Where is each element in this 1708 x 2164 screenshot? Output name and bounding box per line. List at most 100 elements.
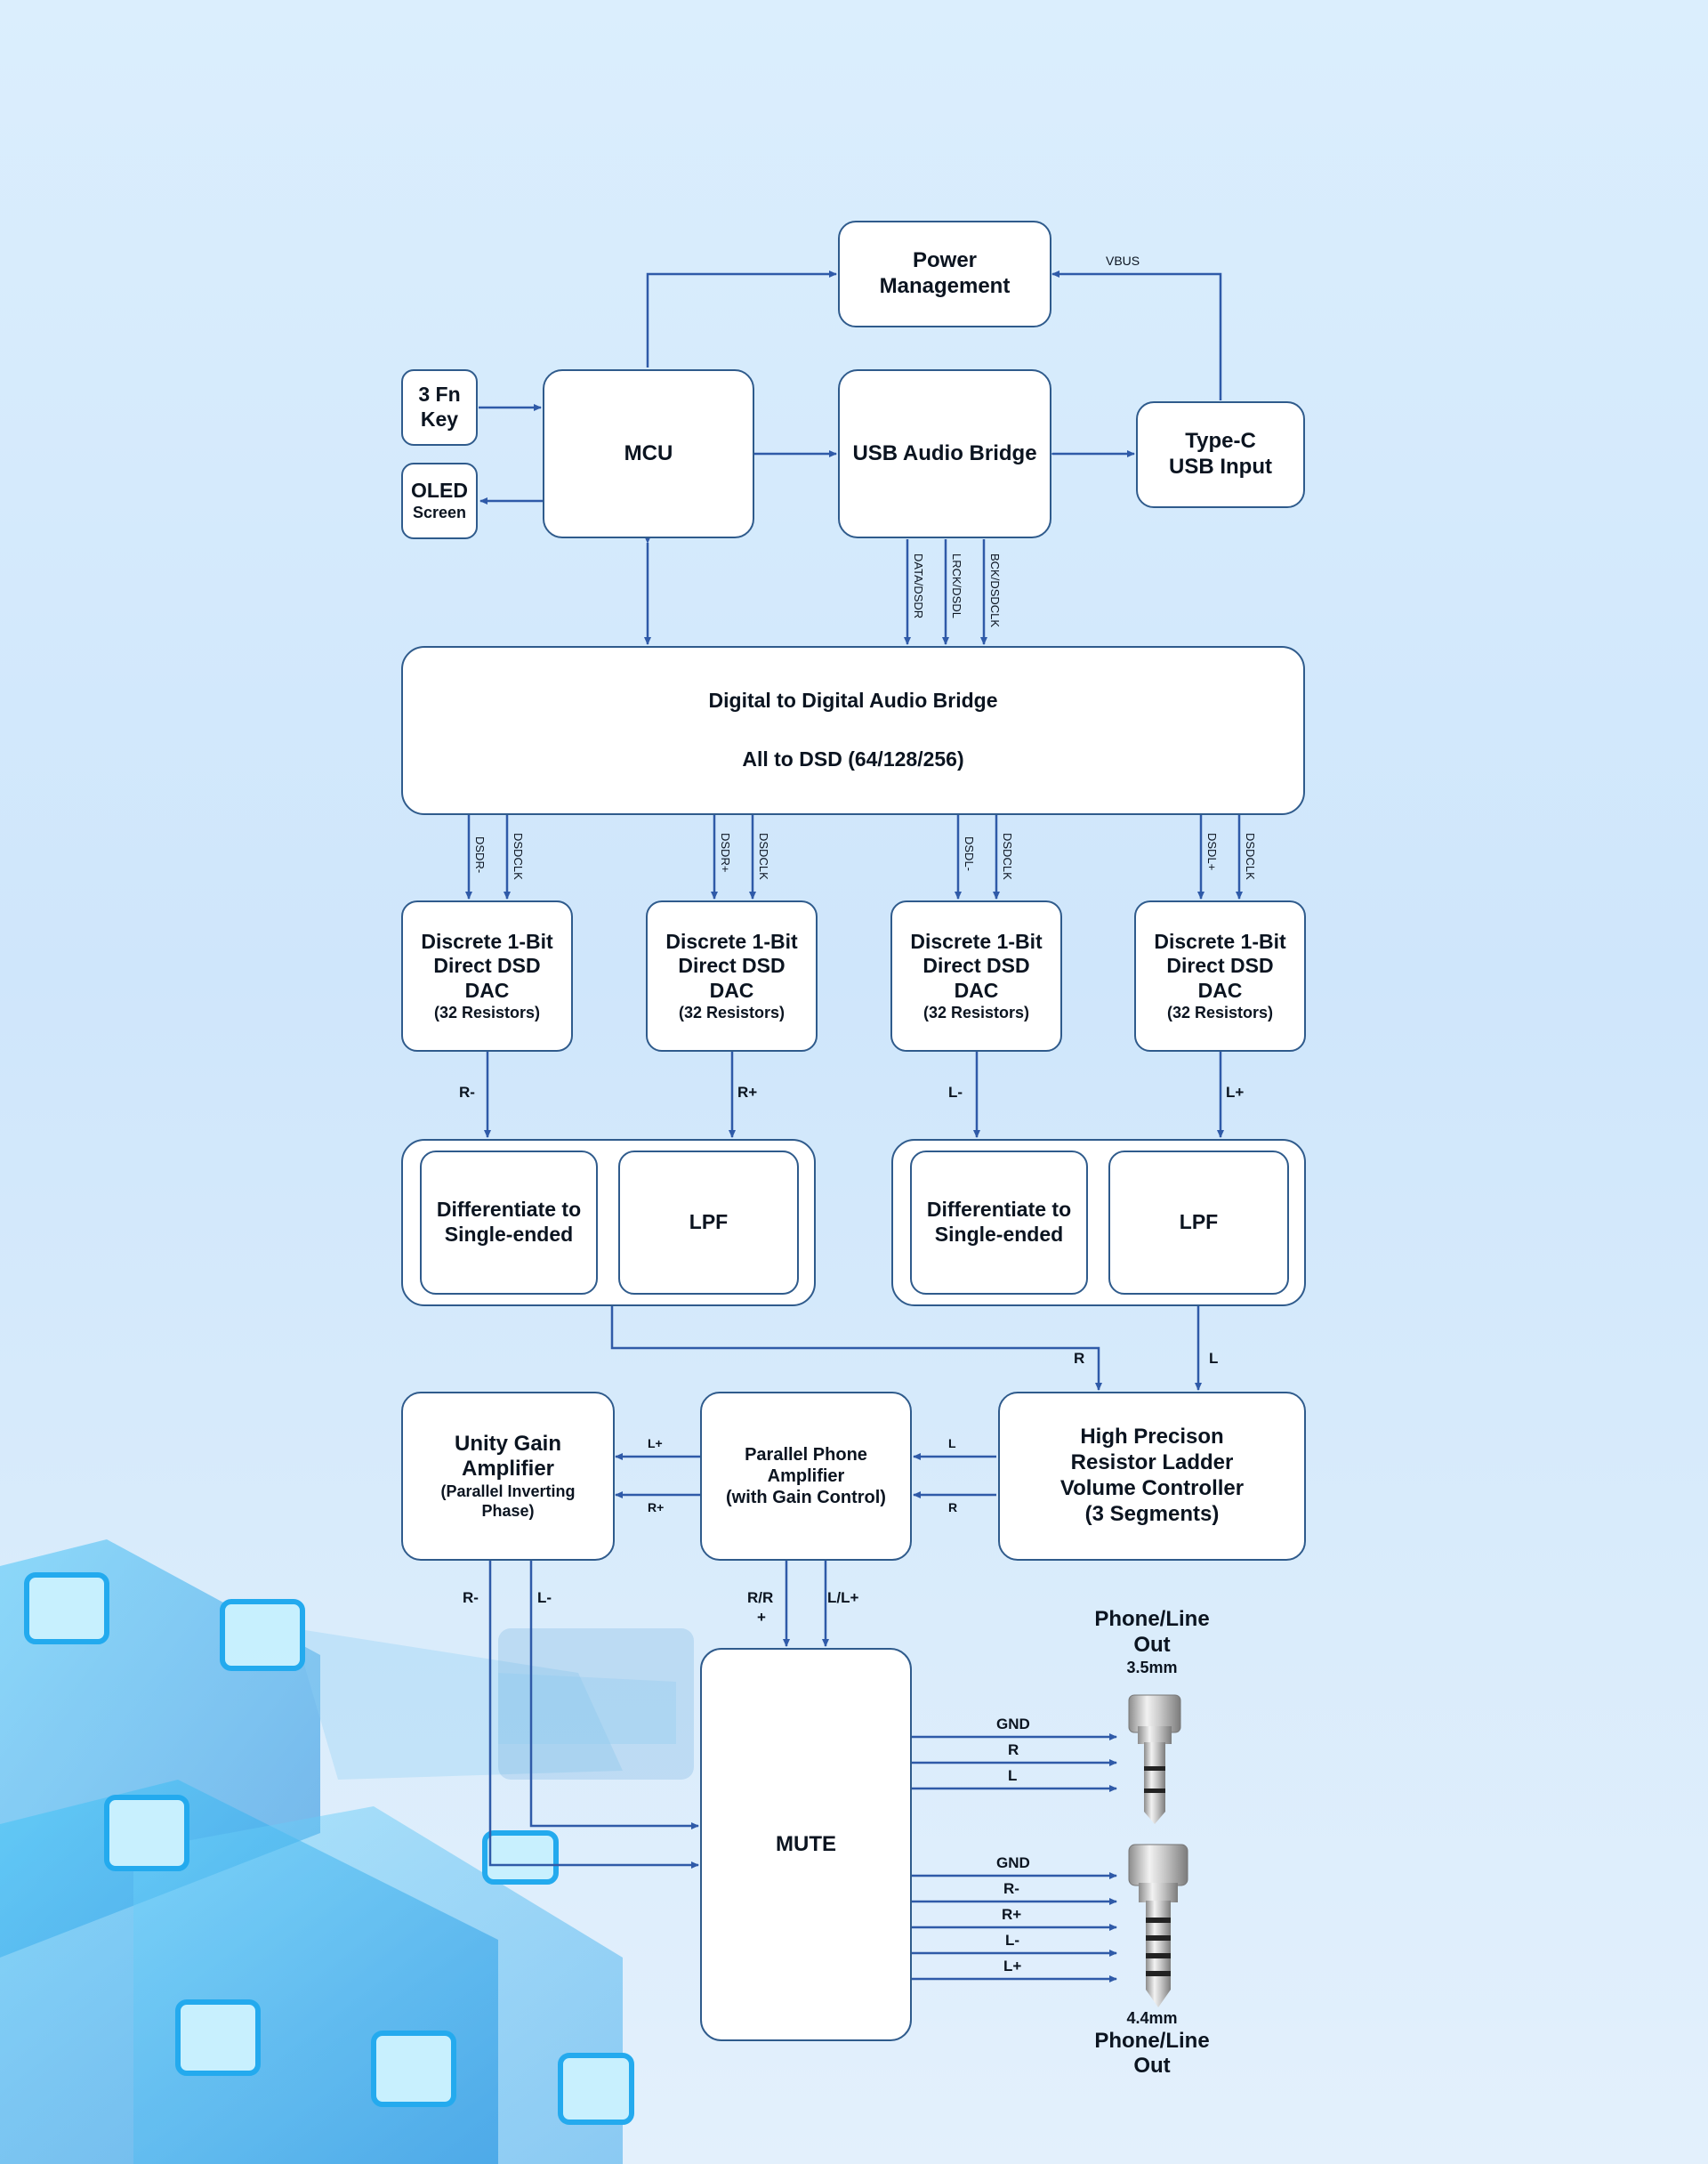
dac-label-1: Discrete 1-Bit <box>1154 929 1286 953</box>
jack44-title-1: 4.4mm <box>1126 2009 1178 2027</box>
vbus-label: VBUS <box>1106 254 1140 268</box>
vol-out-l-label: L <box>948 1436 956 1450</box>
volume-controller-block: High Precison Resistor Ladder Volume Con… <box>998 1392 1306 1561</box>
dac-signal-dsdr-minus: DSDR- <box>473 836 487 874</box>
channel-l-label: L <box>1209 1350 1219 1367</box>
diff-label-2: Single-ended <box>934 1223 1064 1246</box>
diff-label-1: Differentiate to <box>436 1198 582 1222</box>
fn-key-block: 3 Fn Key <box>401 369 478 446</box>
jack-3-5mm-icon <box>1128 1694 1181 1824</box>
dac-out-l-plus: L+ <box>1226 1084 1245 1101</box>
jack35-title: Phone/Line Out 3.5mm <box>1063 1607 1241 1677</box>
d2d-label-2: All to DSD (64/128/256) <box>742 747 964 771</box>
dac-label-4: (32 Resistors) <box>678 1003 786 1021</box>
amp-out-r-plus-label: R+ <box>648 1500 665 1514</box>
fn-key-label-2: Key <box>420 408 459 431</box>
dac-label-2: Direct DSD <box>922 954 1030 978</box>
jack44-pin-gnd: GND <box>996 1854 1030 1871</box>
diff-to-single-ended-right: Differentiate to Single-ended <box>420 1151 598 1295</box>
dac-out-r-plus: R+ <box>737 1084 758 1101</box>
d2d-label-1: Digital to Digital Audio Bridge <box>708 689 998 713</box>
chip-blocks <box>0 1539 694 2164</box>
dac-out-l-minus: L- <box>948 1084 963 1101</box>
lpf-right: LPF <box>618 1151 799 1295</box>
unity-label-2: Amplifier <box>461 1457 554 1482</box>
bus-label-data: DATA/DSDR <box>912 553 925 619</box>
mute-block: MUTE <box>700 1648 912 2041</box>
vol-out-r-label: R <box>948 1500 958 1514</box>
dac-signal-dsdl-plus: DSDL+ <box>1205 833 1219 871</box>
digital-audio-bridge-block: Digital to Digital Audio Bridge All to D… <box>401 646 1305 815</box>
jack44-pin-l-minus: L- <box>1005 1932 1020 1949</box>
volume-label-4: (3 Segments) <box>1084 1501 1220 1526</box>
lpf-left: LPF <box>1108 1151 1289 1295</box>
volume-label-2: Resistor Ladder <box>1070 1450 1234 1475</box>
jack44-title-2: Phone/Line <box>1094 2028 1210 2053</box>
jack44-pin-r-minus: R- <box>1003 1880 1019 1897</box>
parallel-phone-amplifier-block: Parallel Phone Amplifier (with Gain Cont… <box>700 1392 912 1561</box>
diff-to-single-ended-left: Differentiate to Single-ended <box>910 1151 1088 1295</box>
power-management-block: Power Management <box>838 221 1051 327</box>
dac-label-4: (32 Resistors) <box>1166 1003 1274 1021</box>
mcu-block: MCU <box>543 369 754 538</box>
mute-in-r-minus: R- <box>463 1589 479 1606</box>
dac-signal-dsdl-minus: DSDL- <box>963 836 976 872</box>
typec-label-1: Type-C <box>1185 429 1256 454</box>
mcu-label: MCU <box>624 440 673 465</box>
jack35-pin-l: L <box>1008 1767 1018 1784</box>
dac-label-3: DAC <box>954 979 999 1002</box>
dac-signal-clk-1: DSDCLK <box>512 833 525 880</box>
power-label-1: Power <box>912 248 978 273</box>
dac-label-4: (32 Resistors) <box>922 1003 1030 1021</box>
dac-signal-clk-4: DSDCLK <box>1244 833 1257 880</box>
jack35-title-1: Phone/Line <box>1094 1607 1210 1631</box>
dac-signal-dsdr-plus: DSDR+ <box>719 833 732 873</box>
dac-block-r-plus: Discrete 1-Bit Direct DSD DAC (32 Resist… <box>646 900 818 1052</box>
volume-label-1: High Precison <box>1080 1425 1224 1449</box>
parallel-label-2: Amplifier <box>767 1466 845 1486</box>
lpf-label: LPF <box>689 1210 729 1234</box>
dac-label-1: Discrete 1-Bit <box>910 929 1043 953</box>
jack35-pin-gnd: GND <box>996 1716 1030 1732</box>
volume-label-3: Volume Controller <box>1059 1476 1245 1500</box>
oled-label-2: Screen <box>412 504 467 521</box>
jack-4-4mm-icon <box>1128 1844 1188 2007</box>
dac-label-2: Direct DSD <box>678 954 786 978</box>
unity-label-1: Unity Gain <box>454 1431 561 1456</box>
dac-label-4: (32 Resistors) <box>433 1003 541 1021</box>
unity-label-3: (Parallel Inverting <box>440 1482 576 1501</box>
dac-label-3: DAC <box>709 979 754 1002</box>
jack35-title-2: Out <box>1133 1632 1171 1657</box>
amp-out-l-plus-label: L+ <box>648 1436 663 1450</box>
jack44-title-3: Out <box>1133 2054 1171 2079</box>
diff-label-1: Differentiate to <box>926 1198 1072 1222</box>
dac-out-r-minus: R- <box>459 1084 475 1101</box>
dac-signal-clk-2: DSDCLK <box>757 833 770 880</box>
power-label-2: Management <box>879 274 1011 298</box>
dac-label-2: Direct DSD <box>433 954 541 978</box>
mute-in-rr-2: + <box>757 1609 766 1626</box>
jack44-pin-r-plus: R+ <box>1002 1906 1022 1923</box>
typec-label-2: USB Input <box>1169 455 1272 479</box>
dac-signal-clk-3: DSDCLK <box>1001 833 1014 880</box>
unity-label-4: Phase) <box>481 1501 535 1520</box>
mute-in-ll: L/L+ <box>827 1589 859 1606</box>
jack44-pin-l-plus: L+ <box>1003 1958 1022 1974</box>
usb-audio-bridge-block: USB Audio Bridge <box>838 369 1051 538</box>
dac-block-r-minus: Discrete 1-Bit Direct DSD DAC (32 Resist… <box>401 900 573 1052</box>
dac-label-3: DAC <box>1197 979 1243 1002</box>
channel-r-label: R <box>1074 1350 1085 1367</box>
usb-bridge-label: USB Audio Bridge <box>852 440 1037 465</box>
lpf-label: LPF <box>1179 1210 1219 1234</box>
dac-label-3: DAC <box>464 979 510 1002</box>
typec-usb-input-block: Type-C USB Input <box>1136 401 1305 508</box>
jack35-pin-r: R <box>1008 1741 1019 1758</box>
unity-gain-amplifier-block: Unity Gain Amplifier (Parallel Inverting… <box>401 1392 615 1561</box>
jack44-title: 4.4mm Phone/Line Out <box>1063 2009 1241 2079</box>
dac-label-1: Discrete 1-Bit <box>421 929 553 953</box>
dac-block-l-minus: Discrete 1-Bit Direct DSD DAC (32 Resist… <box>890 900 1062 1052</box>
fn-key-label-1: 3 Fn <box>418 383 461 407</box>
